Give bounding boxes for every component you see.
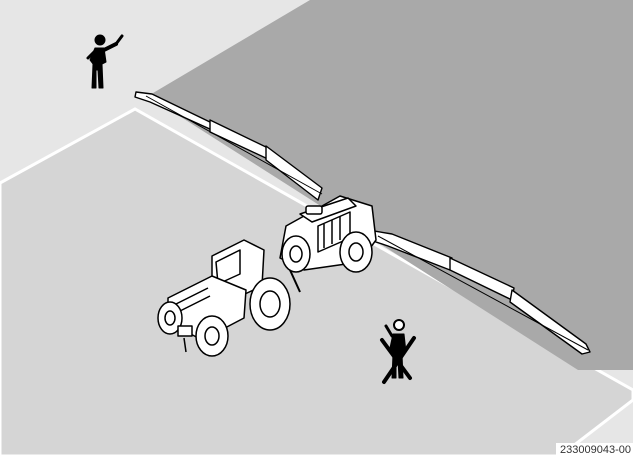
sprayer-filler-cap (306, 206, 322, 214)
figure-id-label: 233009043-00 (556, 443, 633, 456)
tractor-front-weight (178, 326, 192, 336)
